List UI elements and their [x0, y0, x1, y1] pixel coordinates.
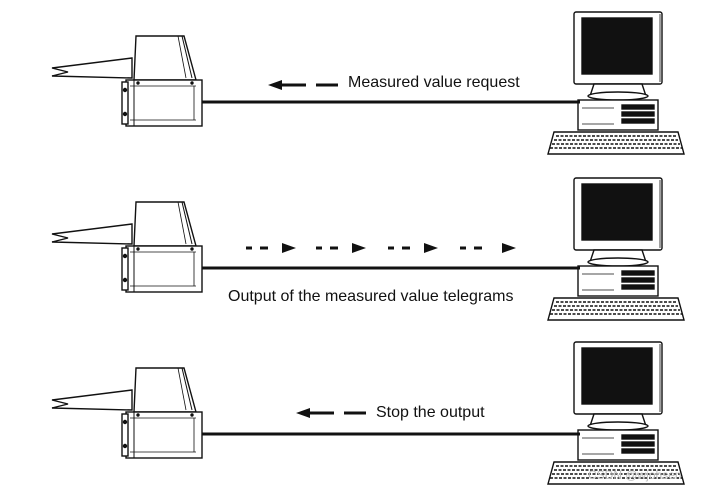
desktop-computer-icon: [547, 341, 685, 485]
arrow-left: [296, 408, 366, 418]
watermark: CSDN @wjohsen: [588, 468, 682, 482]
arrow-right-repeated: [246, 243, 516, 253]
row-2-label: Output of the measured value telegrams: [228, 288, 514, 305]
row-3-label: Stop the output: [376, 404, 485, 421]
laser-scanner-icon: [51, 367, 203, 459]
row-1: [51, 11, 685, 155]
laser-scanner-icon: [51, 201, 203, 293]
row-1-label: Measured value request: [348, 74, 520, 91]
laser-scanner-icon: [51, 35, 203, 127]
desktop-computer-icon: [547, 177, 685, 321]
row-2: [51, 177, 685, 321]
row-3: [51, 341, 685, 485]
desktop-computer-icon: [547, 11, 685, 155]
arrow-left: [268, 80, 338, 90]
